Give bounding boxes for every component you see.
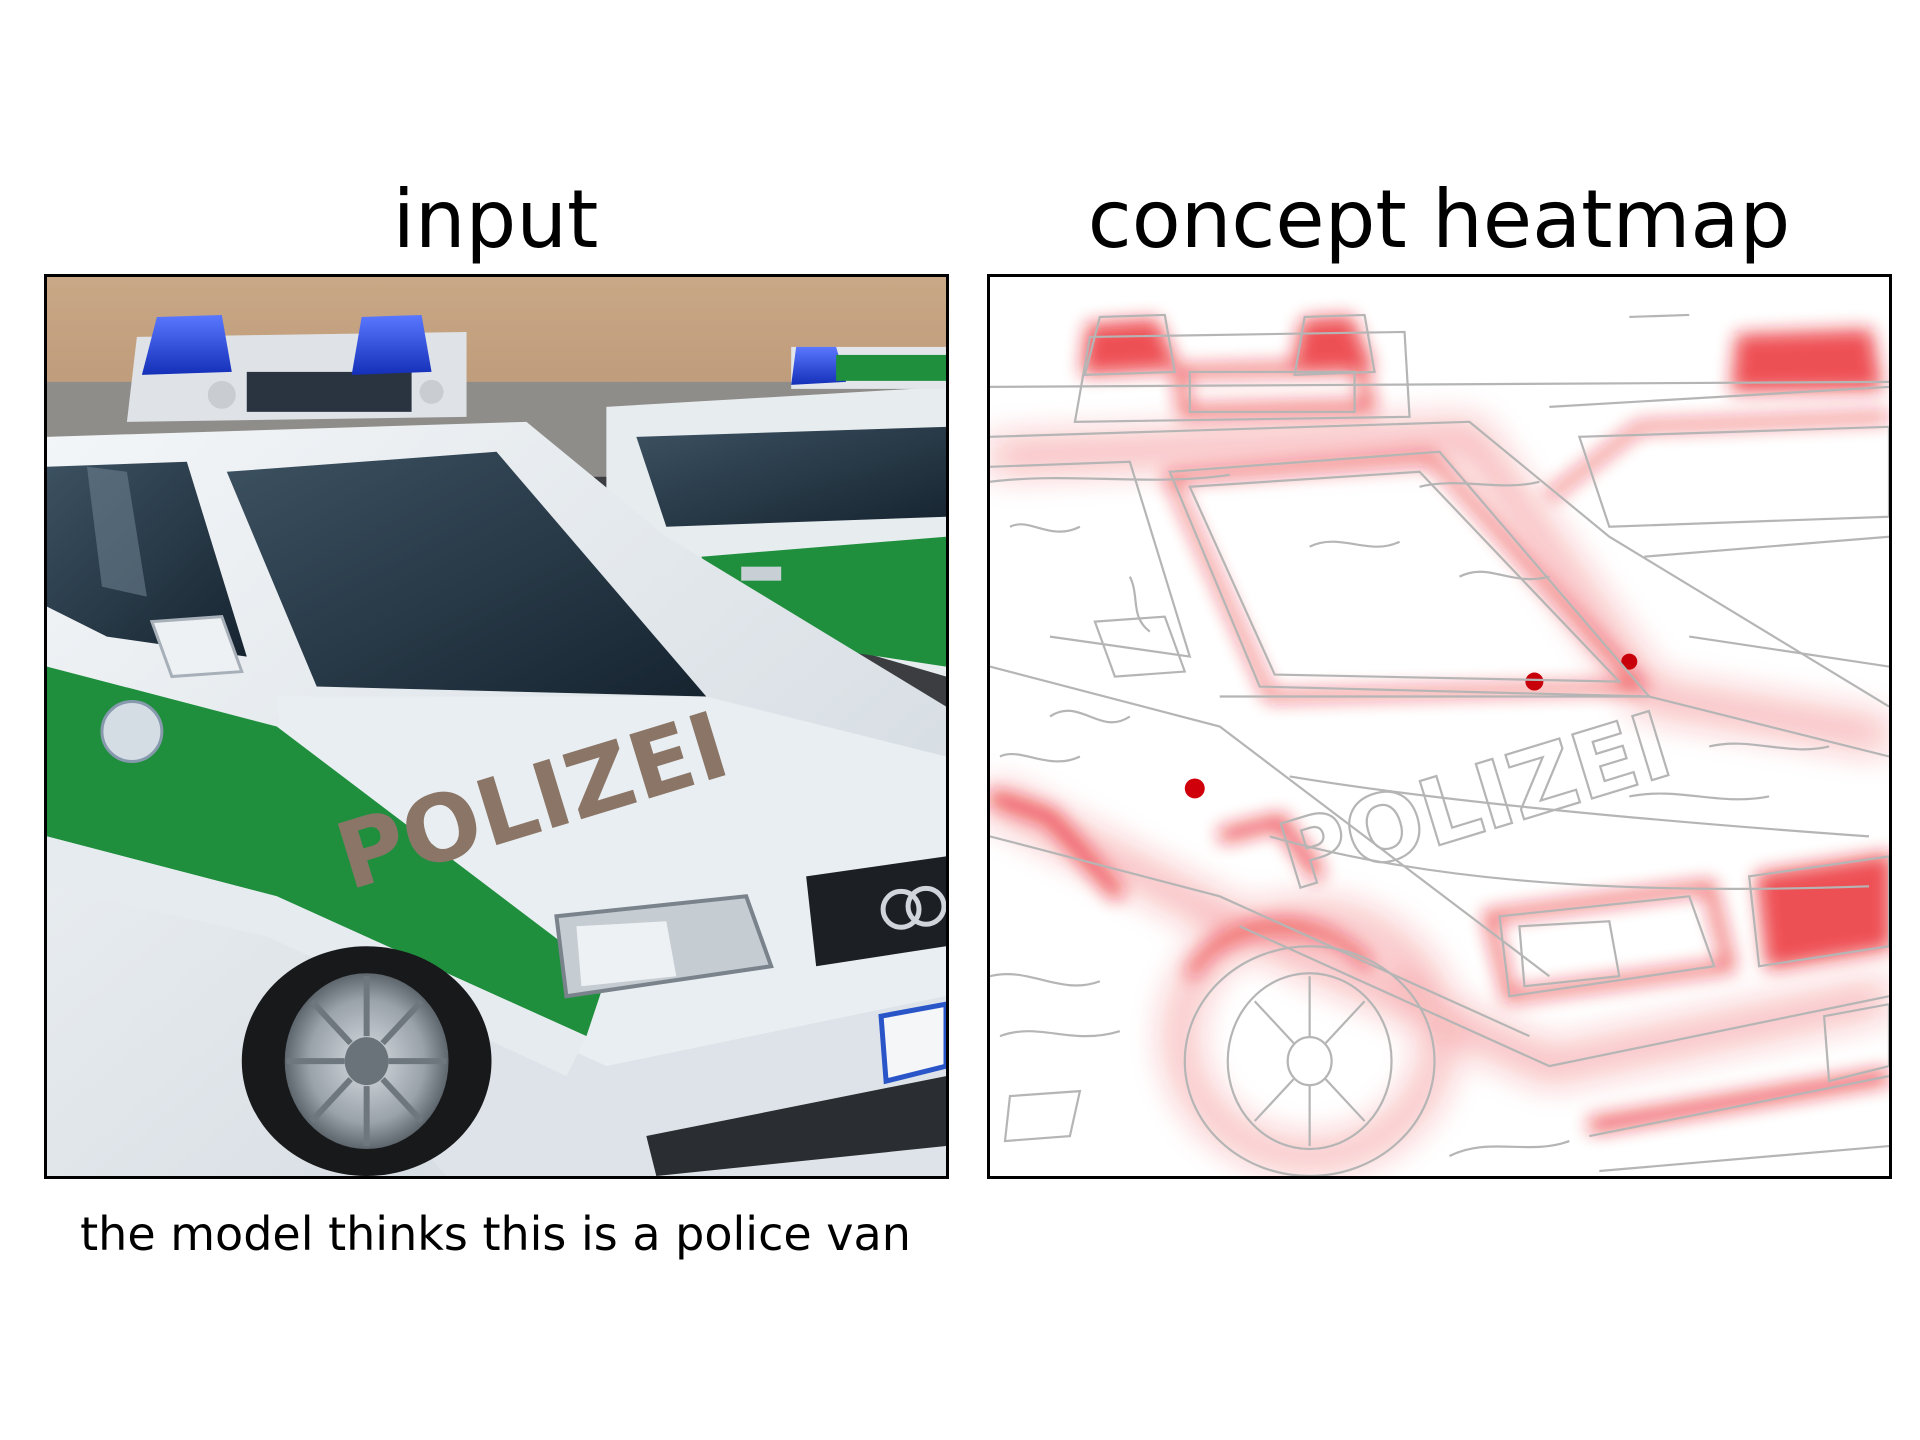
green-stripe — [47, 666, 607, 1037]
edge-map — [990, 313, 1889, 1176]
heatmap-title: concept heatmap — [1087, 173, 1791, 266]
heatmap-image: POLIZEI — [990, 277, 1889, 1176]
prediction-caption: the model thinks this is a police van — [80, 1207, 911, 1261]
input-title: input — [392, 173, 599, 266]
input-image-frame: POLIZEI — [44, 274, 949, 1179]
background-police-car — [606, 346, 946, 677]
activation-hotspots — [1184, 653, 1638, 799]
main-police-car: POLIZEI — [47, 314, 946, 1176]
windshield — [226, 451, 707, 697]
heatmap-image-frame: POLIZEI — [987, 274, 1892, 1179]
input-image: POLIZEI — [47, 277, 946, 1176]
